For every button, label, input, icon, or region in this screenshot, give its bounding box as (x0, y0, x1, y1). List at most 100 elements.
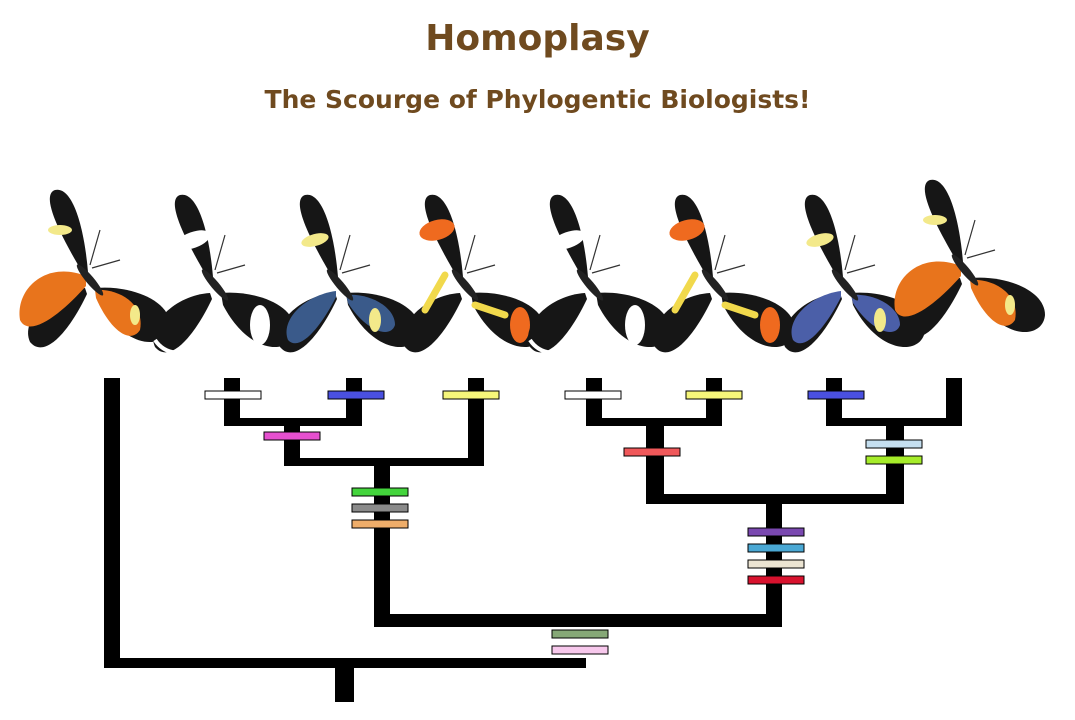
antenna (466, 264, 496, 274)
butterfly-3 (278, 194, 420, 353)
antenna (464, 234, 476, 271)
wing-spot (130, 305, 140, 325)
wing-stripe (721, 301, 759, 319)
character-bar-gray (351, 503, 409, 513)
antenna (846, 264, 876, 274)
character-bar-tip-yellow-1 (442, 390, 500, 400)
butterfly-2 (153, 194, 295, 355)
wing-patch (510, 307, 530, 343)
wing-edge (153, 338, 202, 355)
wing-patch (760, 307, 780, 343)
character-bar-tip-yellow-2 (685, 390, 743, 400)
character-bar-tip-white-1 (204, 390, 262, 400)
antenna (214, 234, 226, 271)
butterfly-body (201, 269, 229, 301)
butterfly-body (451, 269, 479, 301)
antenna (844, 234, 856, 271)
wing-patch (669, 219, 705, 241)
hindwing-left (28, 288, 87, 348)
tree-branch (468, 378, 484, 466)
wing-band (250, 305, 270, 345)
character-bar-orange (351, 519, 409, 529)
page-title: Homoplasy (425, 18, 650, 59)
wing-sheen (791, 291, 841, 344)
wing-patch (419, 219, 455, 241)
character-bar-sage (551, 629, 609, 639)
antenna (964, 219, 976, 256)
butterfly-8 (894, 179, 1045, 338)
character-bar-tip-blue-2 (807, 390, 865, 400)
antenna (216, 264, 246, 274)
butterfly-5 (528, 194, 670, 355)
antenna (89, 229, 101, 266)
antenna (716, 264, 746, 274)
character-bar-tip-white-2 (564, 390, 622, 400)
wing-spot (48, 225, 72, 235)
wing-patch (95, 289, 141, 336)
wing-spot (301, 233, 329, 247)
character-bar-green (351, 487, 409, 497)
page-subtitle: The Scourge of Phylogentic Biologists! (264, 85, 811, 114)
hindwing-left (403, 293, 462, 353)
wing-stripe (471, 301, 509, 319)
tree-branch (346, 378, 362, 426)
antenna (591, 264, 621, 274)
hindwing-left (903, 278, 962, 338)
tree-branch (706, 378, 722, 426)
tree-branch (374, 458, 390, 627)
character-bar-purple (747, 527, 805, 537)
wing-spot (874, 308, 886, 332)
wing-spot (369, 308, 381, 332)
antenna (966, 249, 996, 259)
wing-spot (1005, 295, 1015, 315)
wing-patch (894, 261, 961, 317)
wing-patch (970, 279, 1016, 326)
tree-branch (586, 378, 602, 426)
antenna (91, 259, 121, 269)
tree-branch (284, 458, 484, 466)
character-bar-magenta (263, 431, 321, 441)
tree-branch (586, 418, 722, 426)
tree-branch (104, 378, 120, 668)
character-bar-teal (747, 543, 805, 553)
butterfly-7 (783, 194, 925, 353)
tree-branch (826, 378, 842, 426)
antenna (341, 264, 371, 274)
butterfly-4 (403, 194, 545, 353)
tree-branch (284, 418, 300, 466)
character-bar-red (623, 447, 681, 457)
antenna (339, 234, 351, 271)
antenna (714, 234, 726, 271)
character-bar-beige (747, 559, 805, 569)
wing-sheen (286, 291, 336, 344)
tree-branch (224, 418, 362, 426)
tree-branch (826, 418, 962, 426)
character-bar-light-blue (865, 439, 923, 449)
tree-branch (646, 494, 904, 504)
character-bar-pink (551, 645, 609, 655)
hindwing-left (153, 293, 212, 353)
wing-spot (806, 233, 834, 247)
wing-band (550, 230, 586, 250)
wing-edge (528, 338, 577, 355)
wing-band (175, 230, 211, 250)
tree-branch (335, 658, 354, 702)
butterfly-body (951, 254, 979, 286)
wing-stripe (671, 271, 699, 314)
hindwing-left (528, 293, 587, 353)
tree-branch (224, 378, 240, 426)
butterfly-body (76, 264, 104, 296)
butterfly-6 (653, 194, 795, 353)
wing-band (625, 305, 645, 345)
character-bar-tip-blue-1 (327, 390, 385, 400)
hindwing-left (653, 293, 712, 353)
butterfly-1 (19, 189, 170, 348)
butterfly-body (831, 269, 859, 301)
butterfly-body (701, 269, 729, 301)
butterfly-body (576, 269, 604, 301)
wing-spot (923, 215, 947, 225)
butterfly-body (326, 269, 354, 301)
tree-branch (946, 378, 962, 426)
tree-branch (646, 418, 664, 504)
